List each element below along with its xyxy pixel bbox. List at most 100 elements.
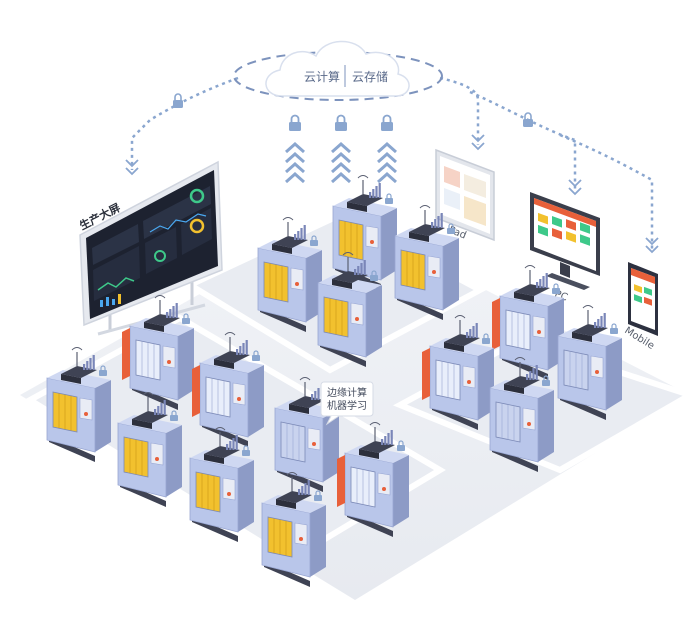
uplink-stack <box>285 114 305 184</box>
cloud-compute-label: 云计算 <box>304 69 340 84</box>
machine-head-front <box>132 419 152 429</box>
wifi-arc <box>514 357 526 361</box>
chevron-up-icon <box>331 161 351 174</box>
status-tile <box>566 219 576 231</box>
status-light <box>370 240 374 244</box>
link-locks <box>173 93 533 127</box>
cnc-machine <box>261 472 326 587</box>
lock-shackle <box>371 270 377 275</box>
status-light <box>227 492 231 496</box>
machine-control-panel <box>365 225 379 249</box>
bar-mark <box>106 297 109 306</box>
cnc-machine <box>394 205 459 320</box>
lock-shackle <box>171 410 177 415</box>
signal-bar <box>175 303 178 318</box>
cnc-machine <box>257 217 322 332</box>
signal-bar <box>597 319 600 328</box>
lock-icon <box>542 380 550 386</box>
lock-icon <box>447 228 455 234</box>
signal-bar <box>83 364 86 370</box>
signal-bar <box>360 263 363 275</box>
mobile-screen-header <box>631 268 655 284</box>
machine-head-front <box>332 279 352 289</box>
status-tile <box>552 228 562 240</box>
machine-head-front <box>214 359 234 369</box>
wifi-arc <box>454 315 466 319</box>
cnc-machine <box>274 377 339 492</box>
machine-head-front <box>347 202 367 212</box>
wifi-arc <box>71 347 83 351</box>
signal-bar <box>475 323 478 338</box>
signal-bar <box>387 433 390 445</box>
lock-shackle <box>183 313 189 318</box>
signal-bar <box>92 355 95 370</box>
lock-shackle <box>311 235 317 240</box>
machine-head-front <box>359 449 379 459</box>
uplink-stacks <box>285 114 397 184</box>
bar-mark <box>118 294 121 304</box>
pc-screen-header <box>534 198 596 227</box>
signal-bar <box>304 483 307 495</box>
signal-bar <box>300 228 303 240</box>
status-light <box>355 317 359 321</box>
status-light <box>295 282 299 286</box>
status-light <box>155 457 159 461</box>
link-chevrons <box>125 134 659 254</box>
machine-control-panel <box>79 397 93 421</box>
cnc-machine <box>492 265 564 380</box>
machine-side <box>538 390 554 462</box>
status-tile <box>566 231 576 243</box>
signal-bar <box>301 486 304 495</box>
gauge-icon <box>189 218 205 234</box>
signal-bar <box>307 480 310 495</box>
edge-callout-line2: 机器学习 <box>327 399 367 412</box>
cnc-machine <box>117 392 182 507</box>
machine-side-door <box>122 328 130 380</box>
edge-callout-line1: 边缘计算 <box>327 386 367 399</box>
machine-control-panel <box>522 407 536 431</box>
machine-control-panel <box>222 477 236 501</box>
machine-side <box>166 425 182 497</box>
lock-icon <box>182 318 190 324</box>
lock-icon <box>397 445 405 451</box>
uplink-stack <box>377 114 397 184</box>
chevron-icon <box>645 237 659 246</box>
chevron-up-icon <box>377 161 397 174</box>
chevron-icon <box>471 142 485 151</box>
machines-layer <box>46 175 622 587</box>
machine-head-front <box>289 404 309 414</box>
big-screen-widgets <box>92 186 212 307</box>
machine-control-panel <box>462 365 476 389</box>
cnc-machine <box>46 347 111 462</box>
wifi-arc <box>224 332 236 336</box>
machine-side-door <box>337 455 345 507</box>
pc-base <box>546 273 590 290</box>
trend-line <box>149 213 207 233</box>
machine-head-front <box>504 384 524 394</box>
machine-control-panel <box>290 267 304 291</box>
lock-shackle <box>290 114 300 122</box>
machine-head-front <box>144 322 164 332</box>
cloud: 云计算 云存储 <box>233 40 443 101</box>
machine-head-front <box>514 292 534 302</box>
link-cloud-to-pc <box>469 90 577 192</box>
signal-bar <box>235 435 238 450</box>
machine-side-door <box>192 365 200 417</box>
signal-bar <box>236 349 239 355</box>
lock-shackle <box>483 333 489 338</box>
signal-bar <box>226 444 229 450</box>
machine-control-panel <box>532 315 546 339</box>
pc-device: PC <box>530 192 600 304</box>
lock-shackle <box>336 114 346 122</box>
uplink-stack <box>331 114 351 184</box>
lock-shackle <box>543 375 549 380</box>
lock-shackle <box>398 440 404 445</box>
signal-bar <box>526 374 529 380</box>
edge-callout: 边缘计算 机器学习 <box>320 381 374 426</box>
signal-bar <box>390 430 393 445</box>
signal-bar <box>532 368 535 380</box>
signal-bar <box>369 192 372 198</box>
machine-side <box>178 328 194 400</box>
chevron-icon <box>568 187 582 196</box>
